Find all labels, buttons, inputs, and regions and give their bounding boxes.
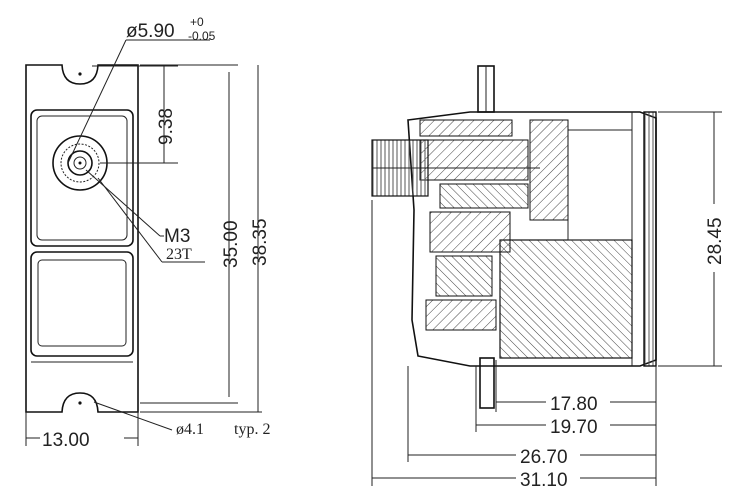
output-screw-hole — [73, 156, 87, 170]
side-gear-5 — [435, 255, 493, 297]
dim-side-17-80: 17.80 — [550, 394, 598, 415]
side-motor — [499, 239, 633, 359]
dim-shaft-tol-upper: +0 — [190, 15, 204, 29]
front-lower-case — [30, 251, 134, 357]
dim-height-inner: 35.00 — [221, 220, 242, 268]
side-gear-6 — [425, 299, 497, 331]
dim-width: 13.00 — [42, 430, 90, 451]
dim-side-height: 28.45 — [705, 217, 726, 265]
output-center — [78, 161, 82, 165]
front-upper-case — [30, 109, 134, 247]
side-case-outline — [407, 111, 657, 367]
front-lower-inner — [37, 259, 127, 347]
front-view: 9.38 35.00 38.35 13.00 ø5.90 +0 -0.05 M3… — [25, 15, 271, 451]
mount-hole-top — [78, 72, 82, 76]
side-motor-cap — [567, 129, 633, 241]
dim-side-26-70: 26.70 — [520, 447, 568, 468]
dim-shaft-diameter: ø5.90 — [126, 21, 175, 42]
label-teeth: 23T — [166, 246, 192, 263]
side-shaft-bottom — [479, 357, 495, 409]
dim-side-19-70: 19.70 — [550, 417, 598, 438]
side-gear-7 — [529, 119, 569, 221]
output-spline — [60, 143, 100, 183]
side-gear-3 — [439, 183, 529, 209]
mount-hole-bottom — [78, 401, 82, 405]
side-case-end-band — [643, 111, 657, 367]
label-thread: M3 — [164, 226, 190, 247]
side-view: 28.45 17.80 19.70 26.70 31.10 — [371, 65, 726, 491]
label-mount-hole-note: typ. 2 — [234, 421, 270, 438]
dim-shaft-tol-lower: -0.05 — [188, 29, 216, 43]
front-upper-inner — [36, 115, 128, 241]
dim-height-total: 38.35 — [250, 218, 271, 266]
dim-hole-offset: 9.38 — [156, 108, 177, 145]
side-gear-4 — [429, 211, 511, 253]
label-mount-hole: ø4.1 — [176, 421, 204, 438]
side-gear-2 — [419, 139, 529, 181]
side-gear-1 — [419, 119, 513, 137]
dim-side-31-10: 31.10 — [520, 470, 568, 491]
front-body-outline — [25, 64, 139, 413]
